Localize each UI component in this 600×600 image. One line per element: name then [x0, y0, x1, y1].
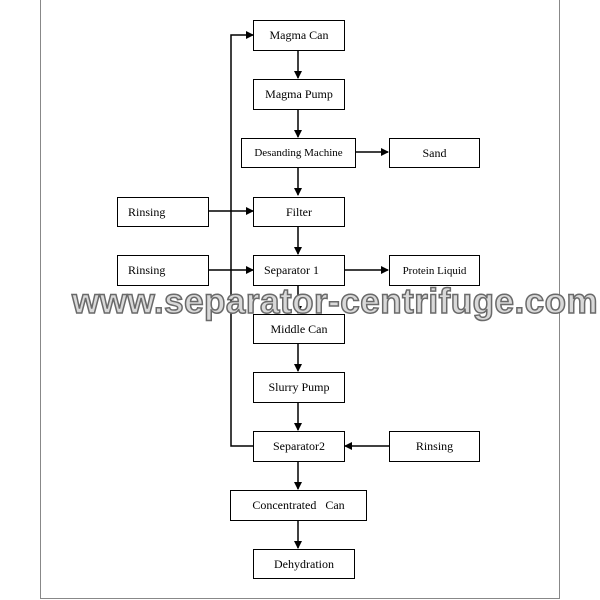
rinsing-label-3: Rinsing [415, 439, 454, 453]
rinsing-box-2: Rinsing [117, 255, 209, 286]
rinsing-box-1: Rinsing [117, 197, 209, 227]
filter-box: Filter [253, 197, 345, 227]
separator-1-label: Separator 1 [264, 263, 319, 277]
filter-label: Filter [286, 204, 312, 219]
dehydration-box: Dehydration [253, 549, 355, 579]
concentrated-can-box: Concentrated Can [230, 490, 367, 521]
desanding-machine-label: Desanding Machine [254, 147, 343, 159]
arrow-separator2-recycle-to-magmacan [230, 31, 254, 447]
separator-2-box: Separator2 [253, 431, 345, 462]
middle-can-label: Middle Can [270, 321, 328, 336]
slurry-pump-box: Slurry Pump [253, 372, 345, 403]
protein-liquid-box: Protein Liquid [389, 255, 480, 286]
separator-2-label: Separator2 [273, 439, 325, 453]
magma-pump-box: Magma Pump [253, 79, 345, 110]
rinsing-label-2: Rinsing [128, 263, 166, 277]
rinsing-box-3: Rinsing [389, 431, 480, 462]
magma-pump-label: Magma Pump [265, 87, 333, 101]
middle-can-box: Middle Can [253, 314, 345, 344]
watermark-text: www.separator-centrifuge.com [71, 281, 599, 322]
protein-liquid-label: Protein Liquid [402, 264, 467, 277]
desanding-machine-box: Desanding Machine [241, 138, 356, 168]
concentrated-can-label: Concentrated Can [252, 498, 345, 512]
sand-box: Sand [389, 138, 480, 168]
magma-can-label: Magma Can [269, 28, 329, 42]
slurry-pump-label: Slurry Pump [268, 380, 330, 394]
sand-label: Sand [422, 145, 447, 160]
dehydration-label: Dehydration [274, 556, 334, 571]
magma-can-box: Magma Can [253, 20, 345, 51]
separator-1-box: Separator 1 [253, 255, 345, 286]
rinsing-label-1: Rinsing [128, 204, 166, 219]
